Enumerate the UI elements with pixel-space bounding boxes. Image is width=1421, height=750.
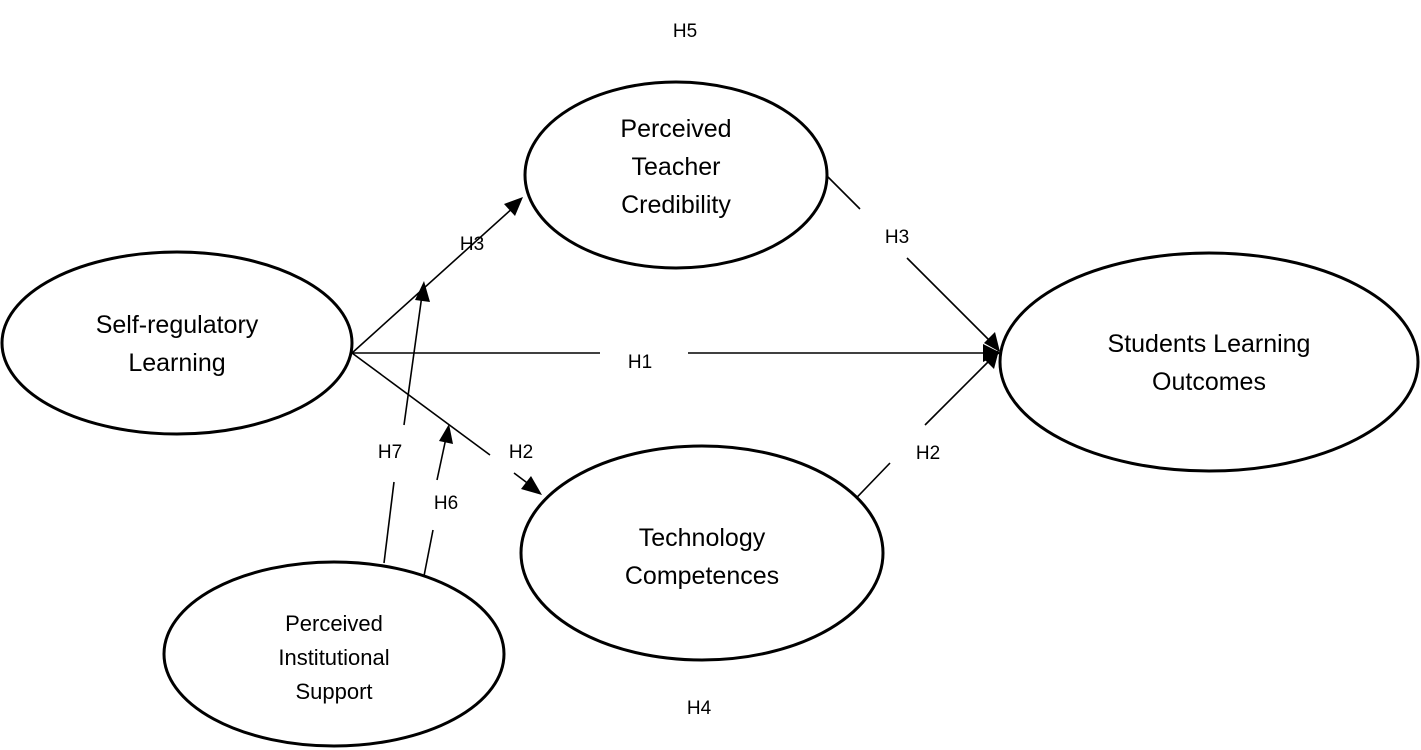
node-label-institutional-line2: Institutional bbox=[278, 645, 389, 670]
arrowhead-institutional-h6 bbox=[439, 424, 453, 444]
node-shape-self-regulatory-learning bbox=[0, 250, 354, 436]
node-perceived-teacher-credibility: Perceived Teacher Credibility bbox=[523, 80, 829, 270]
node-label-outcomes-line1: Students Learning bbox=[1108, 330, 1311, 358]
arrowhead-srl-to-technology bbox=[521, 476, 542, 495]
hypothesis-labels: H5 H3 H3 H1 H7 H2 H2 H6 H4 bbox=[378, 21, 940, 719]
label-h7: H7 bbox=[378, 442, 402, 463]
node-label-self-regulatory-line1: Self-regulatory bbox=[96, 311, 259, 339]
label-h2-right: H2 bbox=[916, 443, 940, 464]
label-h3-left: H3 bbox=[460, 234, 484, 255]
edges bbox=[351, 175, 1001, 577]
node-label-technology-line1: Technology bbox=[639, 524, 766, 552]
node-perceived-institutional-support: Perceived Institutional Support bbox=[162, 560, 506, 748]
node-shape-technology-competences bbox=[519, 444, 885, 662]
arrowhead-technology-to-outcomes bbox=[983, 350, 999, 369]
edge-institutional-h7-a bbox=[383, 481, 395, 564]
arrowhead-institutional-h7 bbox=[415, 281, 430, 302]
node-label-self-regulatory-line2: Learning bbox=[128, 349, 225, 377]
node-label-outcomes-line2: Outcomes bbox=[1152, 368, 1266, 396]
label-h6: H6 bbox=[434, 493, 458, 514]
node-students-learning-outcomes: Students Learning Outcomes bbox=[998, 251, 1420, 473]
node-self-regulatory-learning: Self-regulatory Learning bbox=[0, 250, 354, 436]
edge-institutional-h6-b bbox=[436, 437, 447, 481]
node-shape-teacher-credibility bbox=[523, 80, 829, 270]
edge-institutional-h6-a bbox=[423, 529, 434, 577]
node-label-teacher-credibility-line2: Teacher bbox=[632, 153, 721, 181]
node-label-teacher-credibility-line1: Perceived bbox=[620, 115, 731, 143]
node-technology-competences: Technology Competences bbox=[519, 444, 885, 662]
label-h2-left: H2 bbox=[509, 442, 533, 463]
label-h4: H4 bbox=[687, 698, 712, 719]
node-label-institutional-line3: Support bbox=[295, 679, 372, 704]
arrowhead-teacher-credibility-to-outcomes bbox=[984, 332, 1000, 352]
arrowhead-srl-to-teacher-credibility bbox=[504, 197, 523, 216]
edge-institutional-h7-b bbox=[403, 294, 423, 426]
label-h3-right: H3 bbox=[885, 227, 909, 248]
edge-teacher-credibility-to-outcomes-a bbox=[826, 175, 861, 210]
node-label-teacher-credibility-line3: Credibility bbox=[621, 191, 731, 219]
edge-teacher-credibility-to-outcomes-b bbox=[906, 257, 990, 341]
edge-technology-to-outcomes-b bbox=[924, 361, 989, 426]
node-shape-students-learning-outcomes bbox=[998, 251, 1420, 473]
edge-srl-to-technology-a bbox=[351, 352, 491, 456]
label-h5: H5 bbox=[673, 21, 697, 42]
edge-srl-to-teacher-credibility bbox=[351, 205, 516, 354]
node-label-technology-line2: Competences bbox=[625, 562, 779, 590]
label-h1: H1 bbox=[628, 352, 652, 373]
node-shape-institutional-support bbox=[162, 560, 506, 748]
node-label-institutional-line1: Perceived bbox=[285, 611, 383, 636]
